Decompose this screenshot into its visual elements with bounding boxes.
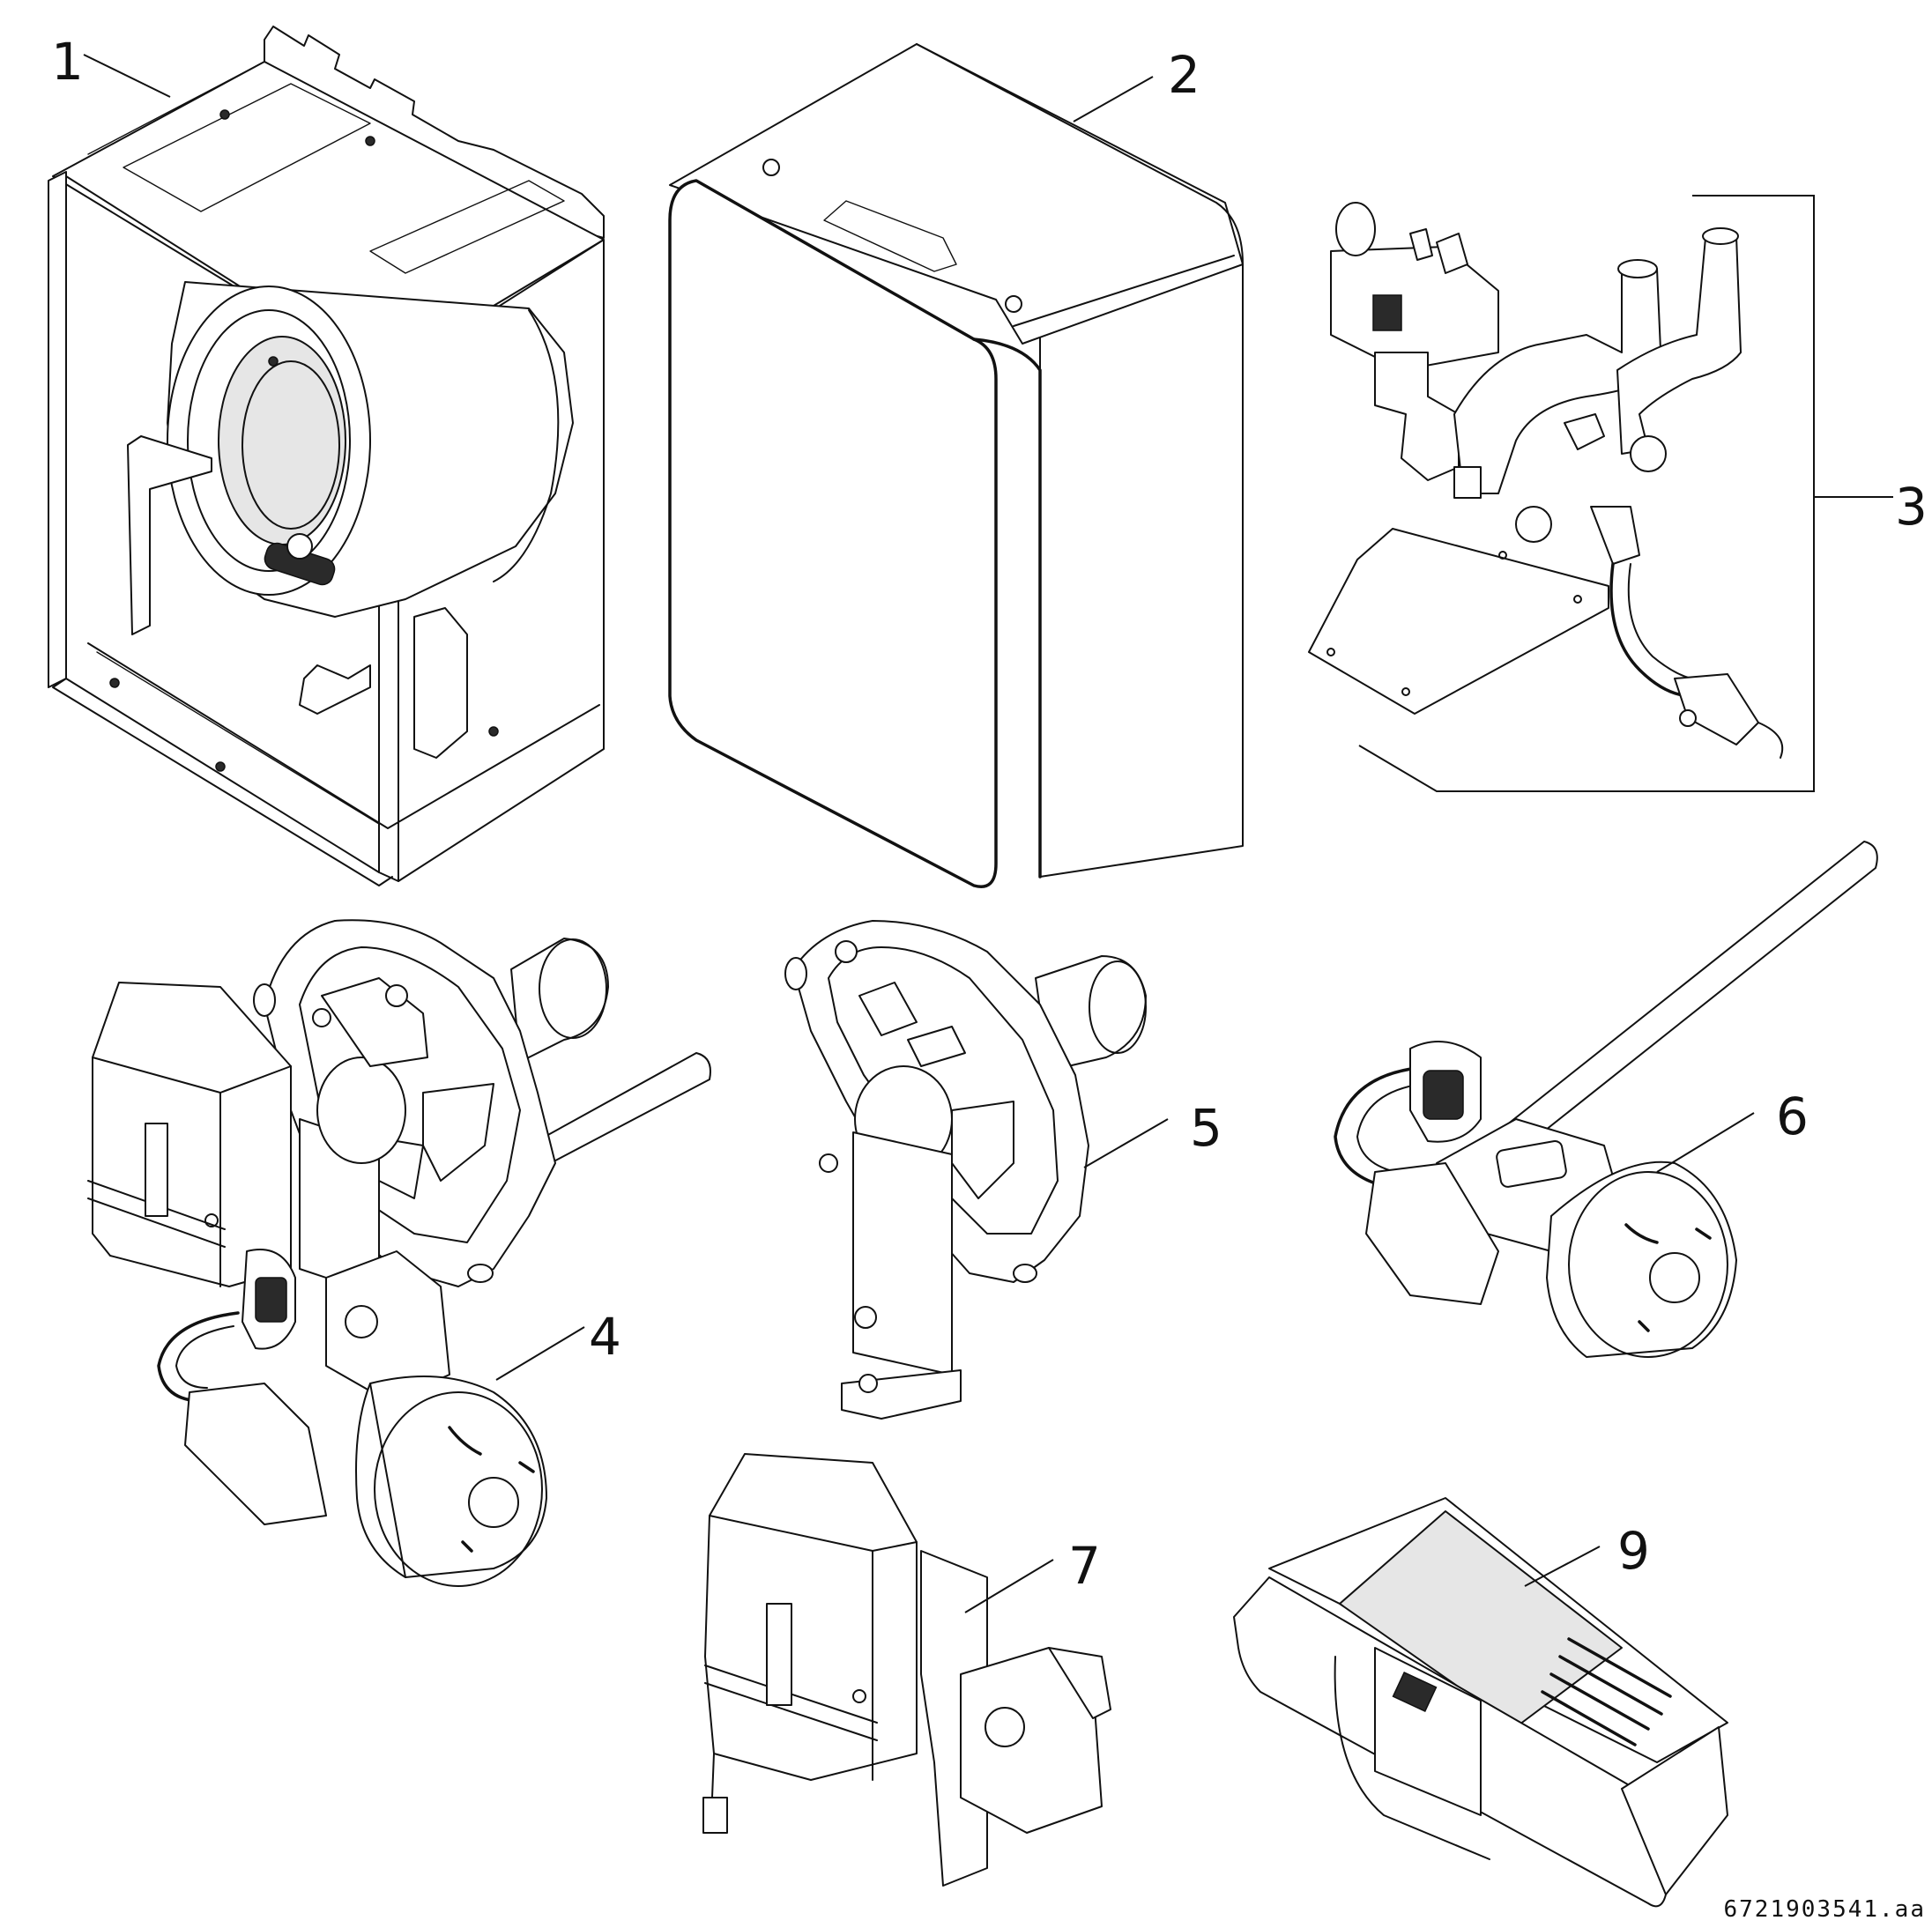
callout-4: 4 [589,1307,621,1367]
document-id: 6721903541.aa [1724,1896,1927,1923]
part-6-fan-unit [1334,841,1878,1358]
callout-6: 6 [1776,1086,1809,1146]
callout-5: 5 [1190,1098,1222,1158]
callout-9: 9 [1617,1521,1650,1581]
part-1-boiler-frame [48,26,605,886]
part-4-burner-assembly [87,919,711,1587]
part-9-controller [1233,1497,1728,1908]
callout-labels: 1 2 3 4 5 6 7 9 [51,32,1928,1613]
callout-1: 1 [51,32,84,92]
part-5-burner-flange [784,920,1147,1420]
part-3-connection-set [1308,195,1893,792]
part-7-control-unit [702,1453,1111,1887]
callout-7: 7 [1068,1536,1101,1596]
callout-3: 3 [1895,477,1928,537]
callout-2: 2 [1168,45,1200,105]
part-2-front-casing [668,43,1244,888]
